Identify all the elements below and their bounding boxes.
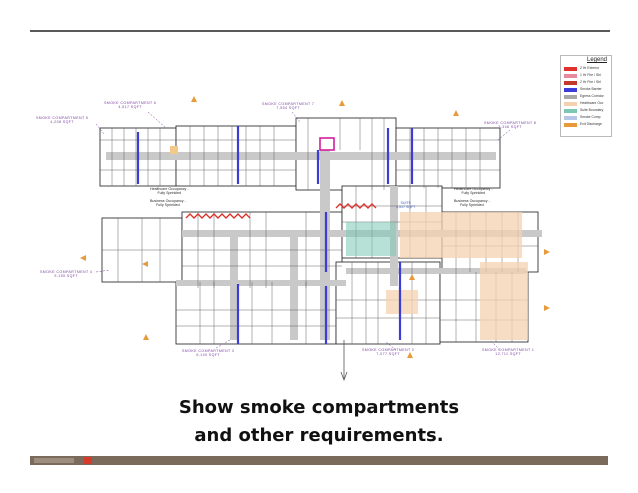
label-suite: SUITE 4,517 SQFT [396,201,416,210]
legend-swatch [564,95,577,99]
label-smoke-compartment-2: SMOKE COMPARTMENT 2 7,077 SQFT [362,348,415,357]
legend-item: 2 Hr Exterior [564,66,610,72]
legend-title: Legend [587,57,608,63]
occupancy-fills [346,212,528,340]
caption-line-1: Show smoke compartments [178,397,460,418]
legend-swatch [564,88,577,92]
label-smoke-compartment-4: SMOKE COMPARTMENT 4 9,155 SQFT [40,270,93,279]
legend-item: 2 Hr Fire / Shl [564,80,610,86]
bottom-bar-strip [34,458,74,463]
healthcare-zone-right [400,212,522,258]
legend-swatch [564,116,577,120]
note-healthcare-right: Healthcare Occupancy - Fully Sprinkled [454,187,493,196]
label-smoke-compartment-6: SMOKE COMPARTMENT 6 4,517 SQFT [104,101,157,110]
caption-line-2: and other requirements. [194,425,444,446]
legend-item: Healthcare Occ [564,101,610,107]
legend-item: Smoke Barrier [564,87,610,93]
legend-label: Suite Boundary [580,108,604,112]
legend-swatch [564,67,577,71]
highlight-room [319,137,335,151]
discharge-arrow [340,371,348,382]
leader-lines [95,111,511,351]
healthcare-zone-lower-right [480,262,528,340]
corridor-lower-right [346,268,526,274]
legend-item: 1 Hr Fire / Shl [564,73,610,79]
legend-swatch [564,74,577,78]
label-smoke-compartment-7: SMOKE COMPARTMENT 7 7,554 SQFT [262,102,315,111]
label-smoke-compartment-3: SMOKE COMPARTMENT 3 6,149 SQFT [182,349,235,358]
slide-caption: Show smoke compartments and other requir… [0,394,638,450]
fire-rated-walls [185,203,377,219]
legend-label: Egress Corridor [580,94,604,98]
bottom-toolbar-bar [30,456,608,465]
note-business-right: Business Occupancy - Fully Sprinkled [454,199,490,208]
smoke-barriers [136,126,414,344]
stair-marker [170,146,178,154]
suite-zone [346,222,396,256]
exit-arrows [80,96,550,358]
note-healthcare-left: Healthcare Occupancy - Fully Sprinkled [150,187,189,196]
legend-swatch [564,123,577,127]
legend-item: Exit Discharge [564,122,610,128]
legend-item: Egress Corridor [564,94,610,100]
legend-label: Exit Discharge [580,122,602,126]
legend-swatch [564,109,577,113]
top-divider-line [30,30,610,32]
legend-swatch [564,102,577,106]
legend-label: Smoke Comp [580,115,601,119]
healthcare-zone-small [386,290,418,314]
legend-label: 1 Hr Fire / Shl [580,73,601,77]
label-smoke-compartment-5: SMOKE COMPARTMENT 5 4,208 SQFT [36,116,89,125]
legend-swatch [564,81,577,85]
note-business-left: Business Occupancy - Fully Sprinkled [150,199,186,208]
legend-item: Smoke Comp [564,115,610,121]
label-smoke-compartment-8: SMOKE COMPARTMENT 8 3,346 SQFT [484,121,537,130]
legend-label: Smoke Barrier [580,87,602,91]
bottom-bar-icon[interactable] [84,457,92,464]
legend-label: Healthcare Occ [580,101,604,105]
legend-label: 2 Hr Exterior [580,66,600,70]
legend: Legend 2 Hr Exterior 1 Hr Fire / Shl 2 H… [560,55,612,137]
legend-label: 2 Hr Fire / Shl [580,80,601,84]
legend-item: Suite Boundary [564,108,610,114]
corridor-lower [176,280,346,286]
corridor-upper [106,152,496,160]
label-smoke-compartment-1: SMOKE COMPARTMENT 1 12,711 SQFT [482,348,535,357]
